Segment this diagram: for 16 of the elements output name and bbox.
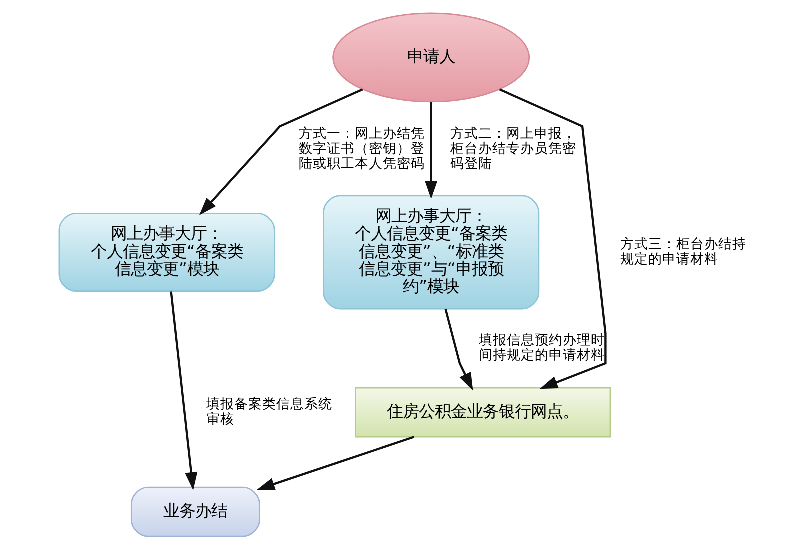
edge-label: 填报备案类信息系统审核 bbox=[206, 396, 333, 428]
arrow bbox=[199, 88, 364, 216]
arrow bbox=[499, 88, 607, 390]
arrow bbox=[444, 309, 474, 391]
node-box: 住房公积金业务银行网点。 bbox=[355, 387, 612, 438]
arrow bbox=[256, 436, 415, 490]
arrow bbox=[170, 292, 198, 490]
edge-label: 填报信息预约办理时间持规定的申请材料 bbox=[479, 332, 606, 364]
edge-label: 方式一：网上办结凭数字证书（密钥）登陆或职工本人凭密码 bbox=[299, 126, 426, 172]
edge-label: 方式三：柜台办结持规定的申请材料 bbox=[620, 236, 747, 268]
arrow bbox=[425, 102, 438, 200]
node-box: 业务办结 bbox=[130, 486, 260, 538]
node-ellipse: 申请人 bbox=[332, 12, 530, 103]
node-box: 网上办事大厅： 个人信息变更“备案类信息变更”模块 bbox=[58, 213, 276, 292]
edge-label: 方式二：网上申报，柜台办结专办员凭密码登陆 bbox=[450, 126, 576, 172]
node-box: 网上办事大厅： 个人信息变更“备案类信息变更”、“标准类信息变更”与“申报预约”模块 bbox=[323, 195, 540, 310]
